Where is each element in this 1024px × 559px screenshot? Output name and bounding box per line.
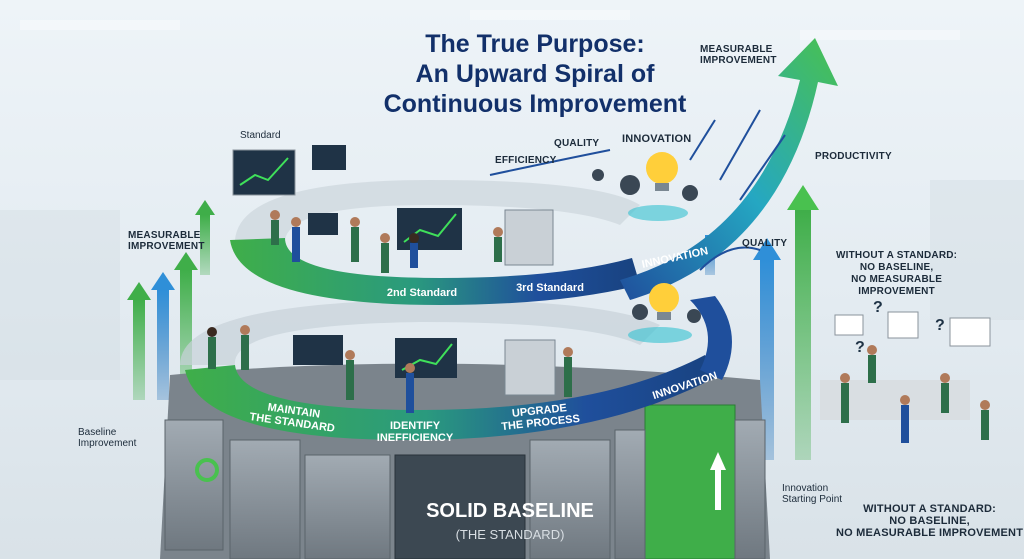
label-standard: Standard (240, 130, 281, 141)
gear-icon (592, 169, 701, 323)
upper-step-3rd-standard: 3rd Standard (500, 282, 600, 294)
svg-text:?: ? (935, 317, 945, 334)
upper-step-2nd-standard: 2nd Standard (372, 287, 472, 299)
lower-step-identify: IDENTIFY INEFFICIENCY (365, 420, 465, 444)
label-measurable-improvement-left: MEASURABLE IMPROVEMENT (128, 230, 205, 252)
label-measurable-improvement-top: MEASURABLE IMPROVEMENT (700, 44, 777, 66)
label-productivity: PRODUCTIVITY (815, 151, 892, 162)
page-title-line-3: Continuous Improvement (300, 90, 770, 119)
label-quality-top: QUALITY (554, 138, 599, 149)
label-without-standard-right: WITHOUT A STANDARD: NO BASELINE, NO MEAS… (836, 250, 957, 298)
svg-text:?: ? (873, 299, 883, 316)
label-without-standard-bottom: WITHOUT A STANDARD: NO BASELINE, NO MEAS… (836, 503, 1023, 539)
label-baseline-improvement: Baseline Improvement (78, 427, 136, 449)
label-quality-right: QUALITY (742, 238, 787, 249)
svg-text:?: ? (855, 339, 865, 356)
label-efficiency: EFFICIENCY (495, 155, 556, 166)
base-title: SOLID BASELINE (395, 500, 625, 523)
base-subtitle: (THE STANDARD) (395, 527, 625, 542)
label-innovation-starting-point: Innovation Starting Point (782, 483, 842, 505)
label-innovation-top: INNOVATION (622, 133, 691, 145)
